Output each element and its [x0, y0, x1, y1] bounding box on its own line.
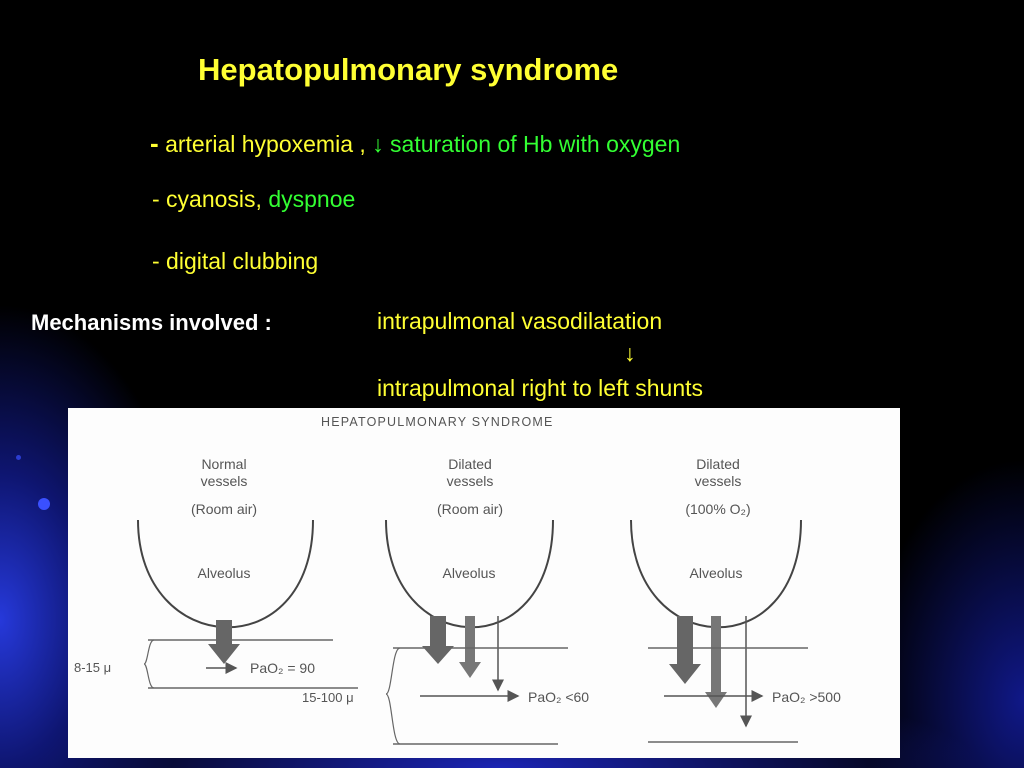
panel-label-line3: (Room air) [437, 501, 503, 517]
panel-label-line2: vessels [447, 473, 494, 489]
bullet-cyanosis: - cyanosis, dyspnoe [152, 186, 355, 213]
decorative-dot [16, 455, 21, 460]
hepatopulmonary-figure: HEPATOPULMONARY SYNDROME Normal vessels … [68, 408, 900, 758]
panel-label-line1: Dilated [448, 456, 492, 472]
bullet-clubbing: - digital clubbing [152, 248, 319, 274]
decorative-dot [38, 498, 50, 510]
down-arrow-icon: ↓ [624, 340, 636, 366]
oxygen-flow-arrow [705, 616, 727, 708]
alveolus-label: Alveolus [443, 565, 496, 581]
panel-label-line3: (100% O₂) [685, 501, 750, 517]
mechanism-step-1: intrapulmonal vasodilatation [377, 308, 663, 334]
figure-heading: HEPATOPULMONARY SYNDROME [321, 415, 554, 429]
alveolus-label: Alveolus [198, 565, 251, 581]
oxygen-flow-arrow [208, 620, 240, 664]
panel-label-line3: (Room air) [191, 501, 257, 517]
panel-label-line1: Dilated [696, 456, 740, 472]
oxygen-flow-arrow [459, 616, 481, 678]
panel-dilated-room-air: Dilated vessels (Room air) Alveolus PaO₂… [302, 456, 589, 745]
down-arrow-icon: ↓ [372, 131, 384, 157]
bullet-text: arterial hypoxemia , [165, 131, 366, 157]
slide-title: Hepatopulmonary syndrome [198, 52, 619, 87]
panel-dilated-100-o2: Dilated vessels (100% O₂) Alveolus PaO₂ … [630, 456, 841, 743]
vessel-size-normal: 8-15 μ [74, 660, 111, 675]
pao2-reading: PaO₂ <60 [528, 689, 589, 705]
panel-normal: Normal vessels (Room air) Alveolus PaO₂ … [74, 456, 358, 689]
mechanism-step-2: intrapulmonal right to left shunts [377, 375, 704, 401]
panel-label-line2: vessels [201, 473, 248, 489]
size-bracket [385, 647, 401, 745]
alveolus-label: Alveolus [690, 565, 743, 581]
bullet-hypoxemia: - arterial hypoxemia , ↓ saturation of H… [150, 128, 680, 159]
panel-label-line1: Normal [201, 456, 246, 472]
vessel-size-dilated: 15-100 μ [302, 690, 354, 705]
bullet-text-green: dyspnoe [268, 186, 356, 212]
panel-label-line2: vessels [695, 473, 742, 489]
size-bracket [143, 639, 155, 689]
oxygen-flow-arrow [422, 616, 454, 664]
bullet-dash: - [150, 128, 159, 158]
pao2-reading: PaO₂ = 90 [250, 660, 315, 676]
figure-drawing: HEPATOPULMONARY SYNDROME Normal vessels … [74, 415, 841, 745]
mechanisms-label: Mechanisms involved : [31, 310, 272, 335]
oxygen-flow-arrow [669, 616, 701, 684]
pao2-reading: PaO₂ >500 [772, 689, 841, 705]
bullet-text-green: saturation of Hb with oxygen [390, 131, 681, 157]
bullet-text: - cyanosis, [152, 186, 262, 212]
